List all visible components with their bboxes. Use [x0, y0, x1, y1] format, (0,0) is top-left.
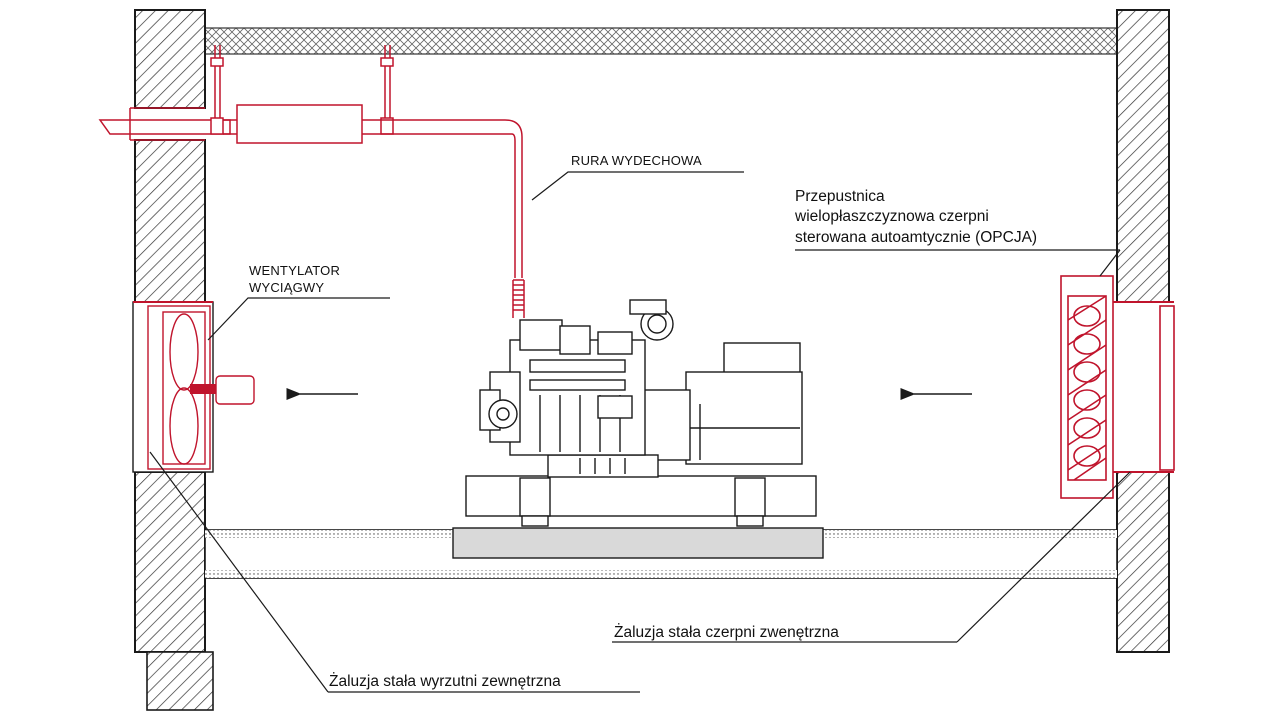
- intake-damper: [1060, 275, 1175, 499]
- exhaust-system: [98, 45, 525, 318]
- right-wall: [1116, 9, 1170, 653]
- generator-set: [465, 299, 817, 527]
- exhaust-fan: [132, 301, 255, 473]
- label-damper-line1: Przepustnica: [795, 188, 885, 205]
- label-fan-line1: WENTYLATOR: [249, 263, 340, 278]
- label-exhaust-pipe: RURA WYDECHOWA: [571, 153, 702, 168]
- label-exhaust-louver: Żaluzja stała wyrzutni zewnętrzna: [329, 672, 561, 690]
- generator-foundation: [452, 527, 824, 559]
- label-fan-line2: WYCIĄGWY: [249, 280, 324, 295]
- label-damper-line2: wielopłaszczyznowa czerpni: [794, 208, 989, 225]
- label-damper-line3: sterowana autoamtycznie (OPCJA): [795, 229, 1037, 246]
- label-intake-louver: Żaluzja stała czerpni zwenętrzna: [614, 623, 839, 641]
- leader-lines: [149, 171, 1131, 693]
- ceiling-slab: [204, 27, 1118, 55]
